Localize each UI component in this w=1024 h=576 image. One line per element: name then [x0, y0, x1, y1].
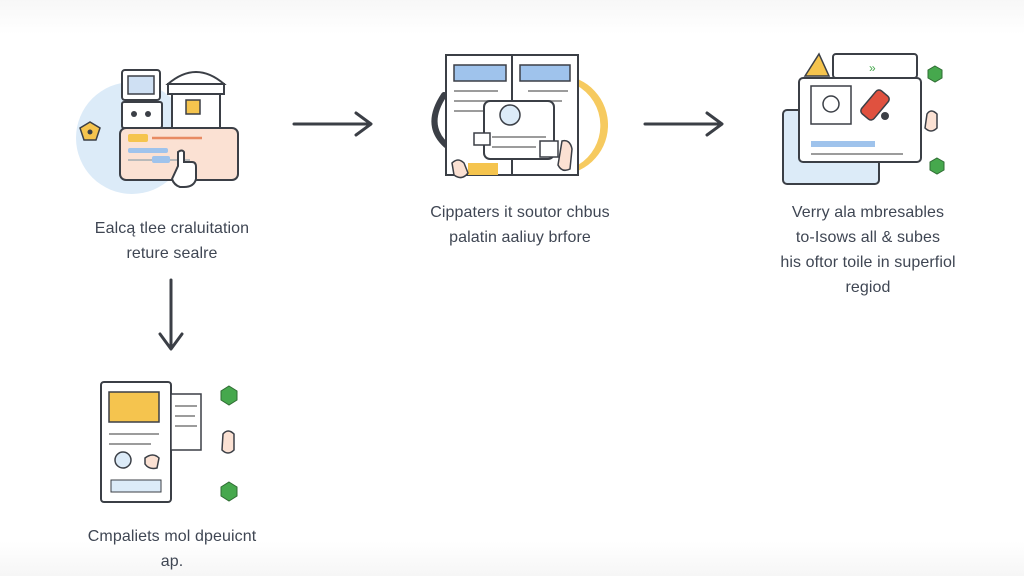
- caption-line: Cippaters it soutor chbus: [430, 204, 610, 221]
- caption-line: Verry ala mbresables: [791, 204, 945, 221]
- caption-line: ap.: [160, 553, 184, 570]
- step-3-caption: Verry ala mbresables to-Isows all & sube…: [748, 200, 988, 300]
- caption-line: Cmpaliets mol dpeuicnt: [87, 528, 257, 545]
- caption-line: regiod: [845, 279, 891, 296]
- caption-line: palatin aaliuy brfore: [449, 229, 591, 246]
- green-hex-icon-1: [220, 385, 238, 406]
- step-3-illustration: »: [782, 52, 945, 185]
- building-icon: [165, 71, 227, 131]
- step-4-caption: Cmpaliets mol dpeuicnt ap.: [62, 524, 282, 574]
- caption-line: reture sealre: [126, 245, 218, 262]
- arrow-down: [158, 278, 184, 351]
- hand-cursor-icon: [170, 149, 197, 188]
- hand-icon: [924, 110, 938, 132]
- step-1-illustration: [76, 69, 239, 194]
- caption-line: Ealcą tlee craluitation: [94, 220, 250, 237]
- avatar-icon: [499, 104, 521, 126]
- step-4-illustration: [100, 381, 238, 503]
- green-hex-icon-2: [220, 481, 238, 502]
- search-icon: [114, 451, 132, 469]
- stacked-pages: [170, 393, 202, 451]
- arrow-right-1: [292, 111, 373, 137]
- dark-swoosh: [431, 92, 449, 148]
- caption-line: his oftor toile in superfiol: [780, 254, 956, 271]
- arrow-right-2: [643, 111, 724, 137]
- face-block: [121, 101, 163, 129]
- hand-icon: [221, 430, 235, 454]
- green-hex-icon-1: [927, 65, 943, 83]
- step-2-illustration: [431, 54, 608, 179]
- caption-line: to-Isows all & subes: [795, 229, 941, 246]
- step-1-caption: Ealcą tlee craluitation reture sealre: [62, 216, 282, 266]
- hand-icon: [451, 159, 469, 179]
- yellow-swoosh: [556, 75, 608, 176]
- step-2-caption: Cippaters it soutor chbus palatin aaliuy…: [400, 200, 640, 250]
- cone-icon: [803, 52, 831, 77]
- play-arrows-icon: »: [869, 61, 876, 75]
- green-hex-icon-2: [929, 157, 945, 175]
- marker-icon: [860, 89, 890, 121]
